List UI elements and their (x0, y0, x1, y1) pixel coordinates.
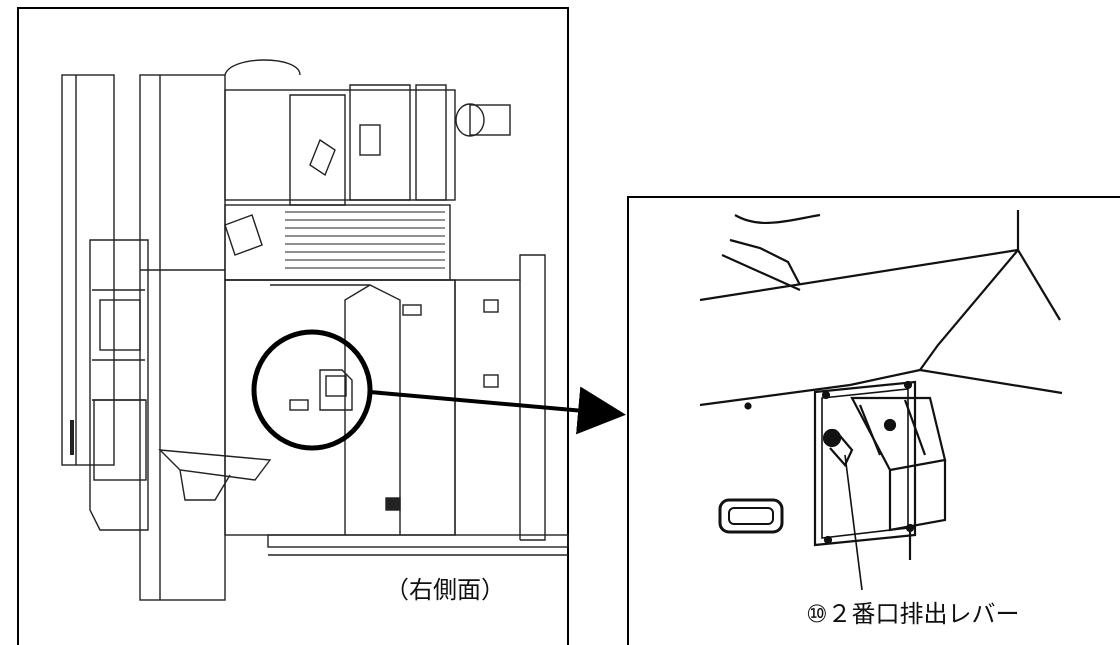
detail-drawing (699, 210, 1063, 591)
detail-panel (627, 196, 1120, 645)
machine-drawing (61, 59, 569, 601)
zoom-indicator (251, 329, 626, 451)
view-caption: （右側面） (385, 576, 505, 604)
callout-label: ⑩２番口排出レバー (806, 600, 1020, 628)
overview-panel (17, 7, 569, 645)
